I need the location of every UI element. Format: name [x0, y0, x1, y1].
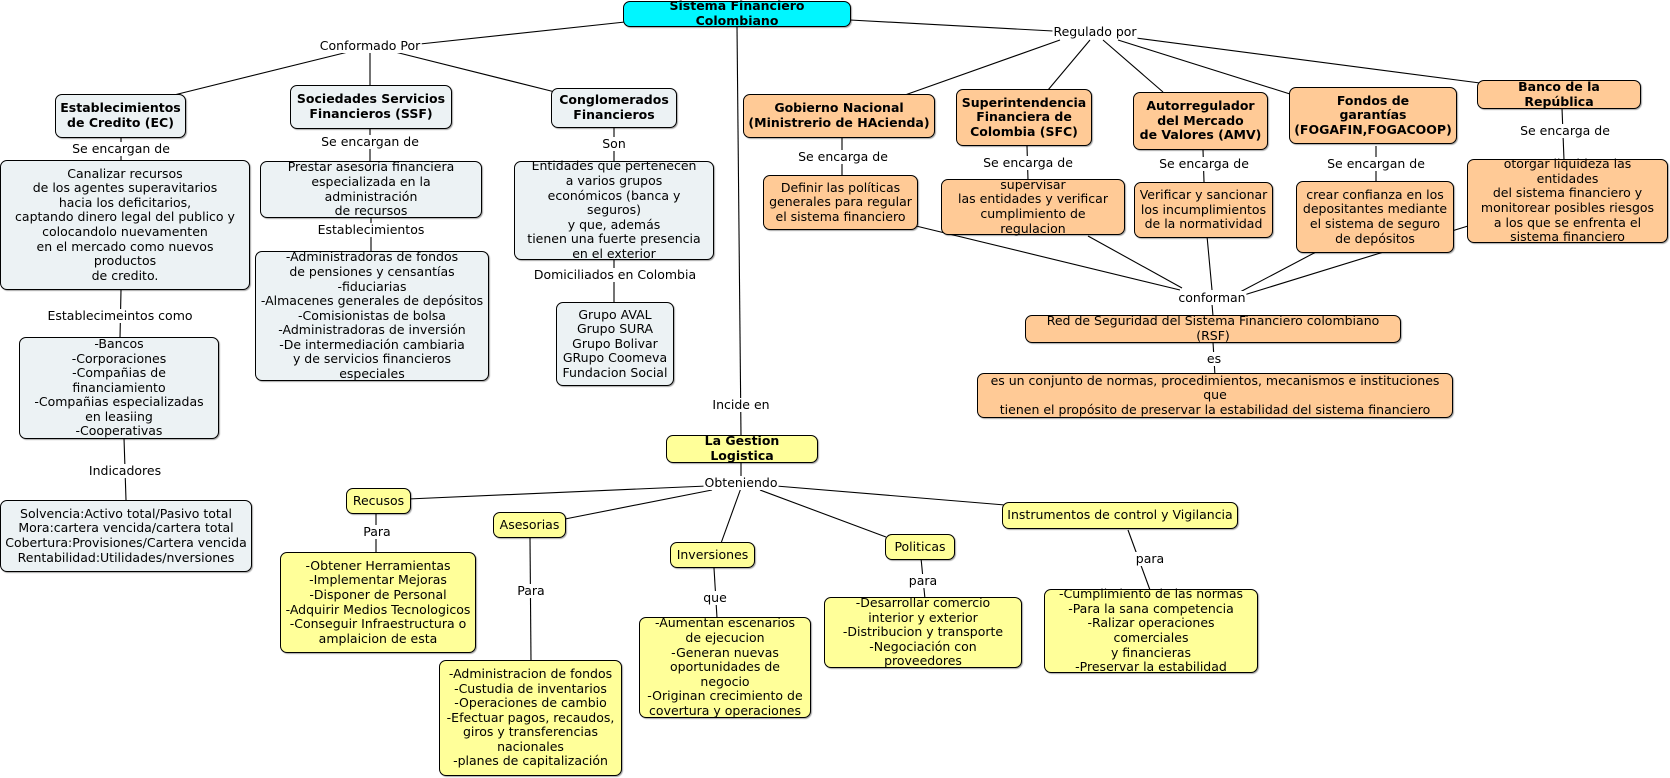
node-gobierno-nacional[interactable]: Gobierno Nacional (Ministrerio de HAcien… — [743, 94, 935, 138]
node-sfc-description[interactable]: supervisar las entidades y verificar cum… — [941, 177, 1125, 235]
label-amv-se-encarga: Se encarga de — [1158, 156, 1250, 171]
link — [719, 487, 742, 547]
link — [407, 485, 708, 500]
link — [915, 225, 1181, 291]
link — [849, 19, 1054, 32]
link — [775, 485, 1006, 506]
link — [1087, 235, 1183, 289]
node-recursos-description[interactable]: -Obtener Herramientas -Implementar Mejor… — [280, 552, 476, 653]
label-regulado-por: Regulado por — [1052, 24, 1138, 39]
label-conformado-por: Conformado Por — [318, 38, 422, 53]
node-cf-groups[interactable]: Grupo AVAL Grupo SURA Grupo Bolivar GRup… — [556, 302, 674, 386]
node-fog-description[interactable]: crear confianza en los depositantes medi… — [1296, 181, 1454, 253]
node-ssf-description[interactable]: Prestar asesoría financiera especializad… — [260, 160, 482, 218]
node-inversiones[interactable]: Inversiones — [670, 542, 755, 568]
label-banrep-se-encarga: Se encarga de — [1519, 123, 1611, 138]
node-sociedades-servicios[interactable]: Sociedades Servicios Financieros (SSF) — [290, 85, 452, 129]
node-ssf-types[interactable]: -Administradoras de fondos de pensiones … — [255, 250, 489, 381]
node-red-seguridad[interactable]: Red de Seguridad del Sistema Financiero … — [1025, 314, 1401, 343]
node-rsf-description[interactable]: es un conjunto de normas, procedimientos… — [977, 373, 1453, 418]
label-ec-indicadores: Indicadores — [87, 463, 163, 478]
node-instrumentos-description[interactable]: -Cumplimiento de las normas -Para la san… — [1044, 586, 1258, 674]
node-recursos[interactable]: Recusos — [346, 488, 411, 514]
link — [904, 39, 1061, 96]
node-asesorias-description[interactable]: -Administracion de fondos -Custudia de i… — [439, 660, 622, 776]
link — [736, 25, 742, 437]
node-instrumentos[interactable]: Instrumentos de control y Vigilancia — [1002, 502, 1238, 529]
link — [1047, 39, 1091, 91]
label-inversiones-que: que — [702, 590, 728, 605]
node-cf-description[interactable]: Entidades que pertenecen a varios grupos… — [514, 159, 714, 261]
label-cf-son: Son — [601, 136, 627, 151]
node-amv-description[interactable]: Verificar y sancionar los incumplimiento… — [1134, 182, 1273, 238]
link — [564, 489, 713, 520]
link — [529, 537, 532, 663]
link — [759, 489, 887, 538]
label-es: es — [1205, 351, 1223, 366]
link — [1206, 235, 1213, 291]
node-banrep-description[interactable]: otorgar liquideza las entidades del sist… — [1467, 156, 1668, 244]
label-cf-domiciliados: Domiciliados en Colombia — [532, 267, 698, 282]
node-ec-description[interactable]: Canalizar recursos de los agentes supera… — [0, 160, 250, 290]
link — [1102, 39, 1164, 93]
link — [1211, 303, 1214, 317]
node-politicas-description[interactable]: -Desarrollar comercio interior y exterio… — [824, 595, 1022, 668]
label-ssf-establecimientos: Establecimientos — [316, 222, 426, 237]
node-ec-types[interactable]: -Bancos -Corporaciones -Compañias de fin… — [19, 336, 219, 439]
label-ec-se-encargan: Se encargan de — [71, 141, 171, 156]
node-fondos-garantias[interactable]: Fondos de garantías (FOGAFIN,FOGACOOP) — [1289, 87, 1457, 144]
link — [394, 51, 556, 93]
node-gob-description[interactable]: Definir las políticas generales para reg… — [763, 175, 918, 230]
node-gestion-logistica[interactable]: La Gestion Logistica — [666, 434, 818, 463]
label-recursos-para: Para — [362, 524, 392, 539]
link — [419, 21, 626, 45]
label-ssf-se-encargan: Se encargan de — [320, 134, 420, 149]
label-sfc-se-encarga: Se encarga de — [982, 155, 1074, 170]
link — [169, 51, 349, 97]
node-autorregulador[interactable]: Autorregulador del Mercado de Valores (A… — [1133, 92, 1268, 150]
node-politicas[interactable]: Politicas — [885, 534, 955, 560]
node-superintendencia[interactable]: Superintendencia Financiera de Colombia … — [956, 89, 1092, 146]
label-fog-se-encargan: Se encargan de — [1326, 156, 1426, 171]
link — [1135, 37, 1481, 84]
link — [1117, 39, 1291, 95]
node-conglomerados[interactable]: Conglomerados Financieros — [551, 88, 677, 128]
node-inversiones-description[interactable]: -Aumentan escenarios de ejecucion -Gener… — [639, 616, 811, 718]
link — [1239, 251, 1317, 293]
node-asesorias[interactable]: Asesorias — [493, 512, 566, 538]
label-asesorias-para: Para — [516, 583, 546, 598]
node-ec-indicators[interactable]: Solvencia:Activo total/Pasivo total Mora… — [0, 500, 252, 572]
label-incide-en: Incide en — [711, 397, 771, 412]
label-conforman: conforman — [1177, 290, 1247, 305]
label-obteniendo: Obteniendo — [703, 475, 779, 490]
label-gob-se-encarga: Se encarga de — [797, 149, 889, 164]
node-establecimientos-credito[interactable]: Establecimientos de Credito (EC) — [55, 94, 186, 138]
root-node[interactable]: Sistema Financiero Colombiano — [623, 0, 851, 28]
node-banco-republica[interactable]: Banco de la República — [1477, 79, 1641, 109]
label-ec-establecimientos-como: Establecimeintos como — [46, 308, 194, 323]
label-politicas-para: para — [907, 573, 939, 588]
label-instrumentos-para: para — [1134, 551, 1166, 566]
